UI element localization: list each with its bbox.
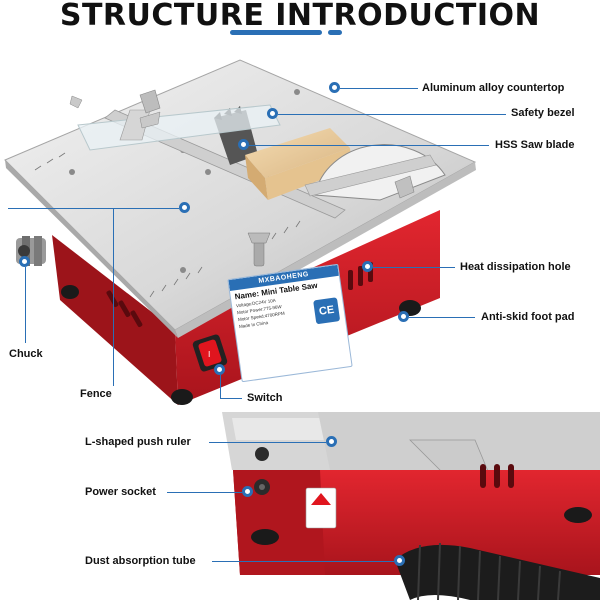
- leader-foot: [409, 317, 475, 318]
- leader-power: [167, 492, 242, 493]
- callout-foot: Anti-skid foot pad: [481, 311, 575, 323]
- callout-dot-foot: [398, 311, 409, 322]
- svg-text:I: I: [208, 350, 210, 359]
- leader-bezel: [278, 114, 506, 115]
- page-title: STRUCTURE INTRODUCTION: [59, 0, 541, 33]
- callout-dot-switch: [214, 364, 225, 375]
- callout-chuck: Chuck: [9, 348, 43, 360]
- callout-dot-chuck: [19, 256, 30, 267]
- callout-dot-bezel: [267, 108, 278, 119]
- callout-heat: Heat dissipation hole: [460, 261, 571, 273]
- callout-push-ruler: L-shaped push ruler: [85, 436, 191, 448]
- callout-switch: Switch: [247, 392, 283, 404]
- callout-countertop: Aluminum alloy countertop: [422, 82, 565, 94]
- angle-gauge: [304, 144, 446, 201]
- callout-dust: Dust absorption tube: [85, 555, 196, 567]
- callout-dot-blade: [238, 139, 249, 150]
- leader-fence-top: [8, 208, 179, 209]
- callout-power: Power socket: [85, 486, 156, 498]
- leader-switch: [220, 398, 242, 399]
- callout-dot-heat: [362, 261, 373, 272]
- closeup-detail: [218, 412, 600, 600]
- callout-fence: Fence: [80, 388, 112, 400]
- wood-block: [245, 128, 352, 200]
- leader-blade: [249, 145, 489, 146]
- leader-push-ruler: [209, 442, 326, 443]
- callout-bezel: Safety bezel: [511, 107, 575, 119]
- leader-fence: [113, 208, 114, 386]
- callout-blade: HSS Saw blade: [495, 139, 575, 151]
- callout-dot-push-ruler: [326, 436, 337, 447]
- leader-dust: [212, 561, 394, 562]
- callout-dot-power: [242, 486, 253, 497]
- leader-heat: [373, 267, 455, 268]
- fence-knob: [247, 232, 271, 267]
- leader-countertop: [340, 88, 418, 89]
- ce-mark-icon: CE: [313, 297, 341, 325]
- product-label: MXBAOHENG Name: Mini Table Saw Voltage:D…: [227, 263, 353, 383]
- callout-dot-dust: [394, 555, 405, 566]
- callout-dot-fence: [179, 202, 190, 213]
- safety-bezel: [69, 89, 281, 151]
- leader-switch-v: [220, 375, 221, 398]
- title-underline-accent: [328, 30, 342, 35]
- title-underline: [230, 30, 322, 35]
- callout-dot-countertop: [329, 82, 340, 93]
- leader-chuck: [25, 267, 26, 343]
